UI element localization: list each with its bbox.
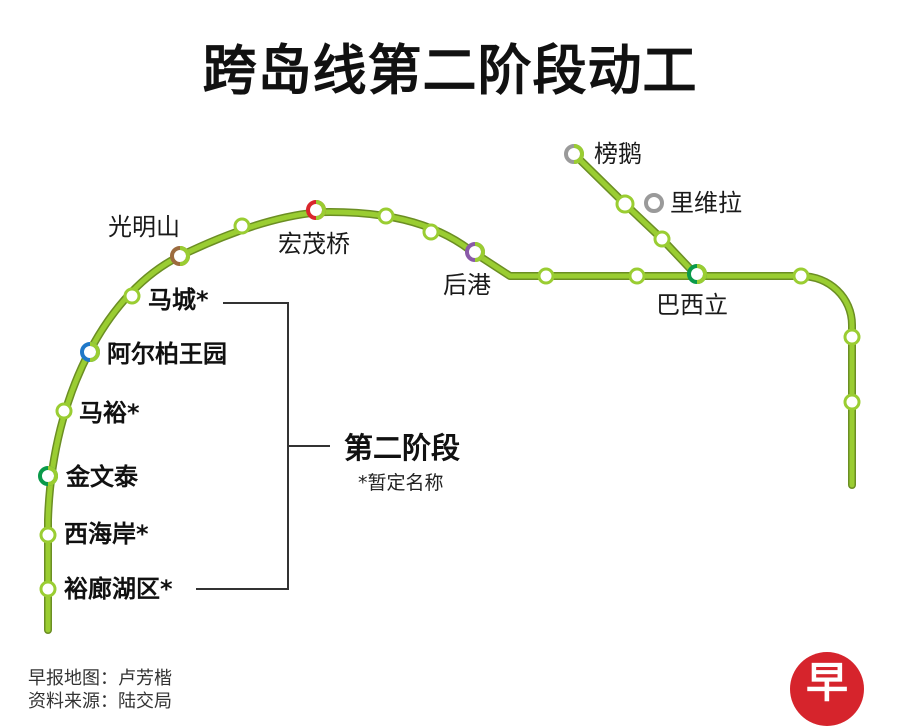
credit-map-by: 早报地图：卢芳楷: [28, 668, 172, 689]
interchange-baxili: [687, 264, 707, 284]
station-dot: [39, 526, 57, 544]
station-label-hongmaoqiao: 宏茂桥: [278, 230, 350, 258]
station-label-yulanghuqu: 裕廊湖区*: [64, 575, 173, 603]
station-label-jinwentai: 金文泰: [66, 463, 138, 491]
interchange-ring: [644, 193, 664, 213]
station-label-macheng: 马城*: [148, 286, 209, 314]
zaobao-logo: 早: [790, 652, 864, 726]
line-map: [38, 144, 861, 634]
station-dot: [843, 328, 861, 346]
interchange-bangeng: [564, 144, 584, 164]
interchange-guangmingshan: [170, 246, 190, 266]
station-dot: [422, 223, 440, 241]
station-label-liweila: 里维拉: [670, 189, 742, 217]
station-label-bangeng: 榜鹅: [594, 140, 642, 168]
station-label-baxili: 巴西立: [656, 291, 728, 319]
interchange-half: [47, 466, 58, 486]
interchange-half: [696, 264, 707, 284]
interchange-hongmaoqiao: [306, 200, 326, 220]
station-dot: [55, 402, 73, 420]
station-dot: [123, 287, 141, 305]
interchange-half: [179, 246, 190, 266]
map-title: 跨岛线第二阶段动工: [202, 39, 698, 102]
interchange-jinwentai: [38, 466, 58, 486]
interchange-half: [89, 342, 100, 362]
interchange-half: [573, 144, 584, 164]
station-label-aerbowangyuan: 阿尔柏王园: [107, 340, 227, 368]
interchange-liweila: [644, 193, 664, 213]
phase-bracket: [196, 302, 330, 590]
interchange-hougang: [465, 242, 485, 262]
interchange-half: [315, 200, 326, 220]
station-label-mayu: 马裕*: [79, 399, 140, 427]
punggol-branch: [571, 151, 700, 279]
station-dot: [377, 207, 395, 225]
station-dot: [653, 230, 671, 248]
station-dot: [628, 267, 646, 285]
credits: 早报地图：卢芳楷 资料来源：陆交局: [28, 667, 172, 713]
interchange-half: [474, 242, 485, 262]
station-dot: [537, 267, 555, 285]
station-dot: [843, 393, 861, 411]
station-label-guangmingshan: 光明山: [108, 213, 180, 241]
station-dot: [39, 580, 57, 598]
station-dot: [792, 267, 810, 285]
station-label-hougang: 后港: [443, 271, 491, 299]
station-dot: [615, 194, 635, 214]
interchange-aerbowangyuan: [80, 342, 100, 362]
phase-label: 第二阶段: [344, 431, 461, 465]
station-label-xihaian: 西海岸*: [64, 520, 149, 548]
phase-note: *暂定名称: [358, 472, 444, 494]
station-dot: [233, 217, 251, 235]
map-infographic: 跨岛线第二阶段动工: [28, 39, 864, 726]
credit-source: 资料来源：陆交局: [28, 691, 172, 712]
plain-stations: [39, 194, 861, 598]
